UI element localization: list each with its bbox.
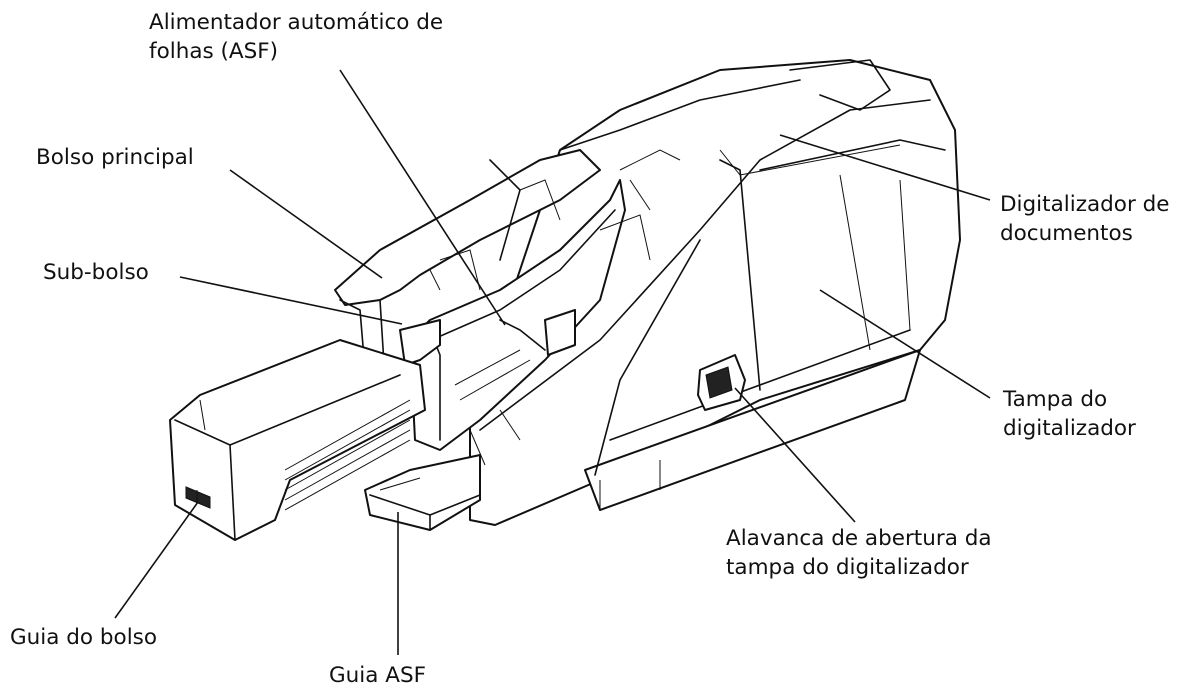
label-doc-scanner: Digitalizador de documentos <box>1000 190 1170 248</box>
label-sub-pocket: Sub-bolso <box>43 258 149 287</box>
label-asf: Alimentador automático de folhas (ASF) <box>149 8 443 66</box>
label-cover-lever: Alavanca de abertura da tampa do digital… <box>726 524 992 582</box>
leader-pocket-guide <box>115 502 198 618</box>
label-asf-guide: Guia ASF <box>329 661 426 690</box>
asf-guide-shape <box>365 455 480 530</box>
label-scanner-cover: Tampa do digitalizador <box>1003 385 1136 443</box>
label-pocket-guide: Guia do bolso <box>10 623 157 652</box>
label-main-pocket: Bolso principal <box>36 143 194 172</box>
leader-main-pocket <box>230 170 382 278</box>
